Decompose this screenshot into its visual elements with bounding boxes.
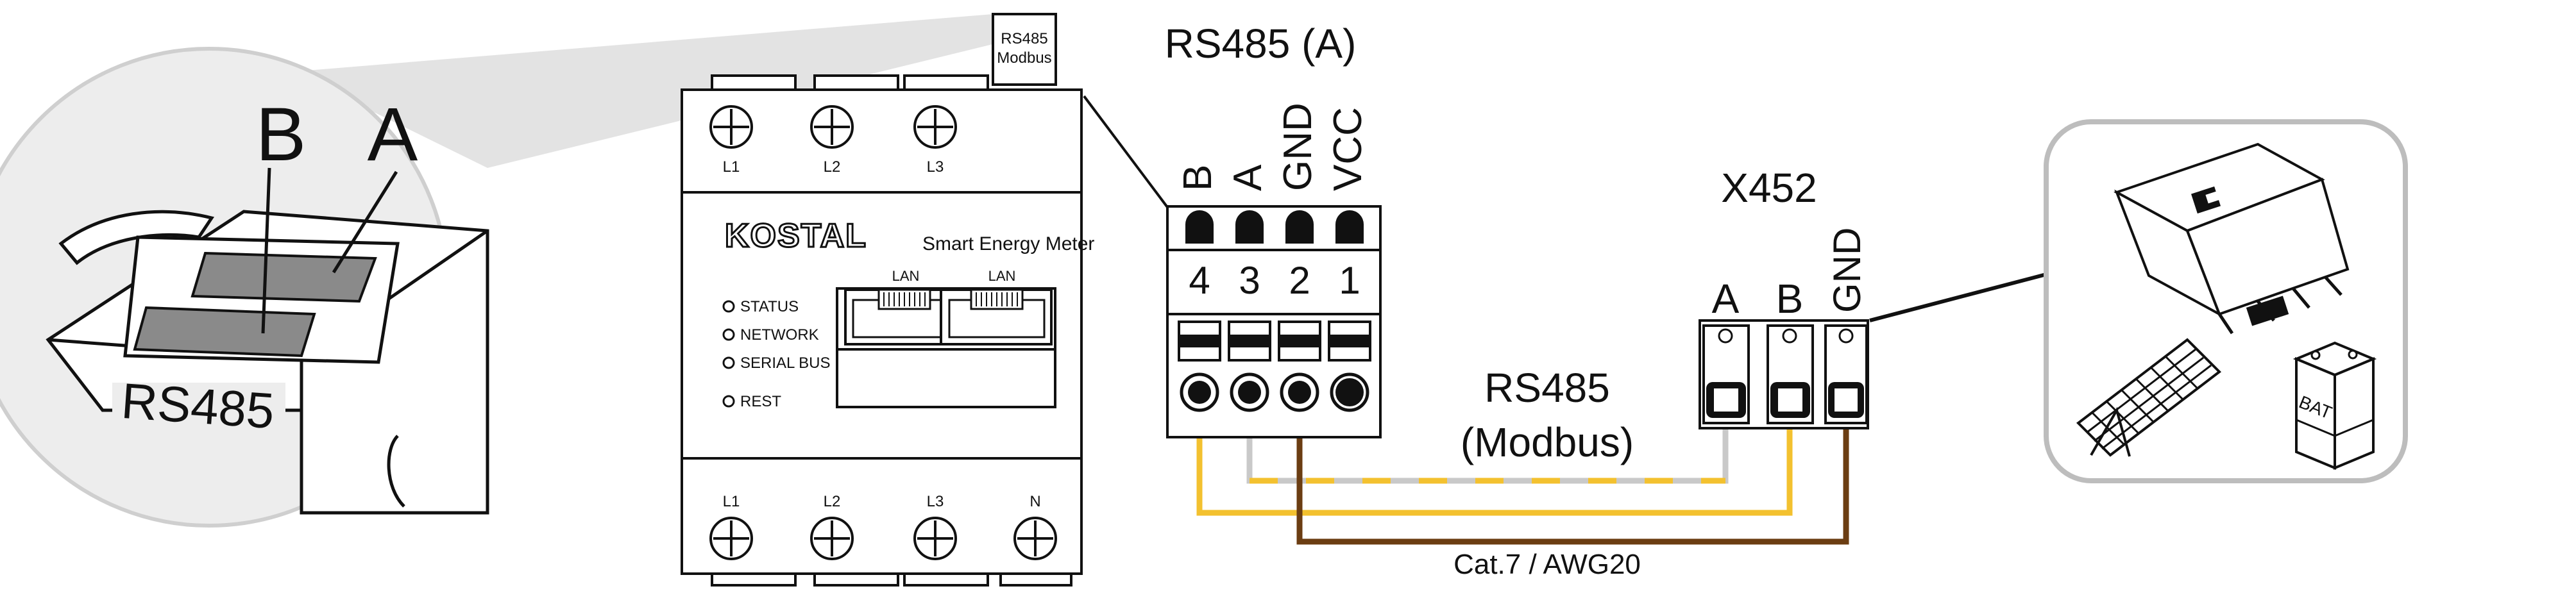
screw-terminal-4[interactable] bbox=[1178, 320, 1221, 412]
terminal-label: L2 bbox=[824, 493, 841, 510]
led-serial-bus: SERIAL BUS bbox=[722, 354, 831, 372]
reset-button[interactable]: REST bbox=[722, 393, 781, 410]
signal-label-a: A bbox=[1226, 164, 1270, 191]
cable-label-line1: RS485 bbox=[1484, 365, 1610, 411]
zoom-port-label: RS485 bbox=[119, 372, 276, 439]
x452-slot-a[interactable] bbox=[1702, 324, 1750, 424]
rs485-a-connector: RS485 (A) B A GND VCC 4 3 2 1 bbox=[1165, 21, 1382, 438]
terminal-bottom-n[interactable]: N bbox=[1013, 493, 1057, 560]
led-label: STATUS bbox=[740, 298, 799, 315]
reset-label: REST bbox=[740, 393, 781, 410]
zoom-detail: B A RS485 bbox=[0, 47, 489, 528]
pin-number-4: 4 bbox=[1189, 259, 1210, 302]
connector-title: RS485 (A) bbox=[1165, 21, 1357, 67]
pin-number-1: 1 bbox=[1339, 259, 1360, 302]
terminal-label: N bbox=[1030, 493, 1040, 510]
terminal-top-l1[interactable]: L1 bbox=[709, 105, 753, 176]
zoom-callout-beam bbox=[292, 14, 1016, 168]
signal-label-b: B bbox=[1176, 165, 1220, 191]
terminal-bottom-l1[interactable]: L1 bbox=[709, 493, 753, 560]
product-name: Smart Energy Meter bbox=[922, 233, 1094, 254]
zoom-label-b: B bbox=[256, 92, 307, 177]
rs485-tab-line2: Modbus bbox=[997, 49, 1051, 67]
smart-energy-meter: RS485 Modbus L1 L2 bbox=[681, 13, 1094, 587]
terminal-top-l2[interactable]: L2 bbox=[810, 105, 854, 176]
terminal-label: L1 bbox=[723, 158, 740, 176]
zoom-label-a: A bbox=[368, 92, 418, 177]
pv-panel-icon bbox=[2076, 338, 2222, 457]
rs485-cable bbox=[1196, 392, 1849, 545]
terminal-top-l3[interactable]: L3 bbox=[913, 105, 957, 176]
terminal-label: L2 bbox=[824, 158, 841, 176]
wire-yellow bbox=[1196, 392, 1793, 516]
x452-slot-b[interactable] bbox=[1767, 324, 1814, 424]
terminal-label: L3 bbox=[927, 158, 944, 176]
wire-brown bbox=[1296, 392, 1849, 545]
leader-line bbox=[1083, 95, 1172, 213]
terminal-label: L1 bbox=[723, 493, 740, 510]
screw-terminal-2[interactable] bbox=[1278, 320, 1321, 412]
inverter-icon bbox=[2114, 142, 2350, 335]
lan-label-1: LAN bbox=[892, 268, 920, 284]
terminal-label: L3 bbox=[927, 493, 944, 510]
x452-label-a: A bbox=[1712, 276, 1740, 322]
pin-b-chip bbox=[133, 306, 316, 358]
terminal-bottom-l3[interactable]: L3 bbox=[913, 493, 957, 560]
pin-a-chip bbox=[191, 251, 377, 303]
terminal-bottom-l2[interactable]: L2 bbox=[810, 493, 854, 560]
led-status: STATUS bbox=[722, 298, 799, 315]
x452-terminal: X452 A B GND bbox=[1699, 165, 1869, 429]
cable-spec: Cat.7 / AWG20 bbox=[1453, 549, 1641, 580]
pin-number-3: 3 bbox=[1239, 259, 1260, 302]
rs485-tab-line1: RS485 bbox=[1001, 30, 1047, 47]
screw-terminal-1[interactable] bbox=[1328, 320, 1371, 412]
led-label: NETWORK bbox=[740, 326, 819, 344]
signal-label-gnd: GND bbox=[1276, 103, 1320, 191]
battery-icon: BAT bbox=[2292, 341, 2377, 470]
x452-label-b: B bbox=[1776, 276, 1804, 322]
x452-slot-gnd[interactable] bbox=[1824, 324, 1868, 424]
rs485-tab bbox=[992, 13, 1057, 86]
system-overview: BAT bbox=[2044, 119, 2408, 483]
cable-label-line2: (Modbus) bbox=[1461, 419, 1634, 465]
brand-logo: KOSTAL bbox=[725, 217, 867, 254]
signal-label-vcc: VCC bbox=[1326, 107, 1370, 191]
lan-port-2[interactable] bbox=[940, 288, 1053, 345]
screw-terminal-3[interactable] bbox=[1228, 320, 1271, 412]
x452-label-gnd: GND bbox=[1826, 228, 1868, 313]
lan-label-2: LAN bbox=[988, 268, 1016, 284]
led-label: SERIAL BUS bbox=[740, 354, 831, 372]
link-to-system bbox=[1869, 272, 2047, 322]
led-network: NETWORK bbox=[722, 326, 819, 344]
pin-number-2: 2 bbox=[1289, 259, 1310, 302]
x452-title: X452 bbox=[1721, 165, 1817, 211]
